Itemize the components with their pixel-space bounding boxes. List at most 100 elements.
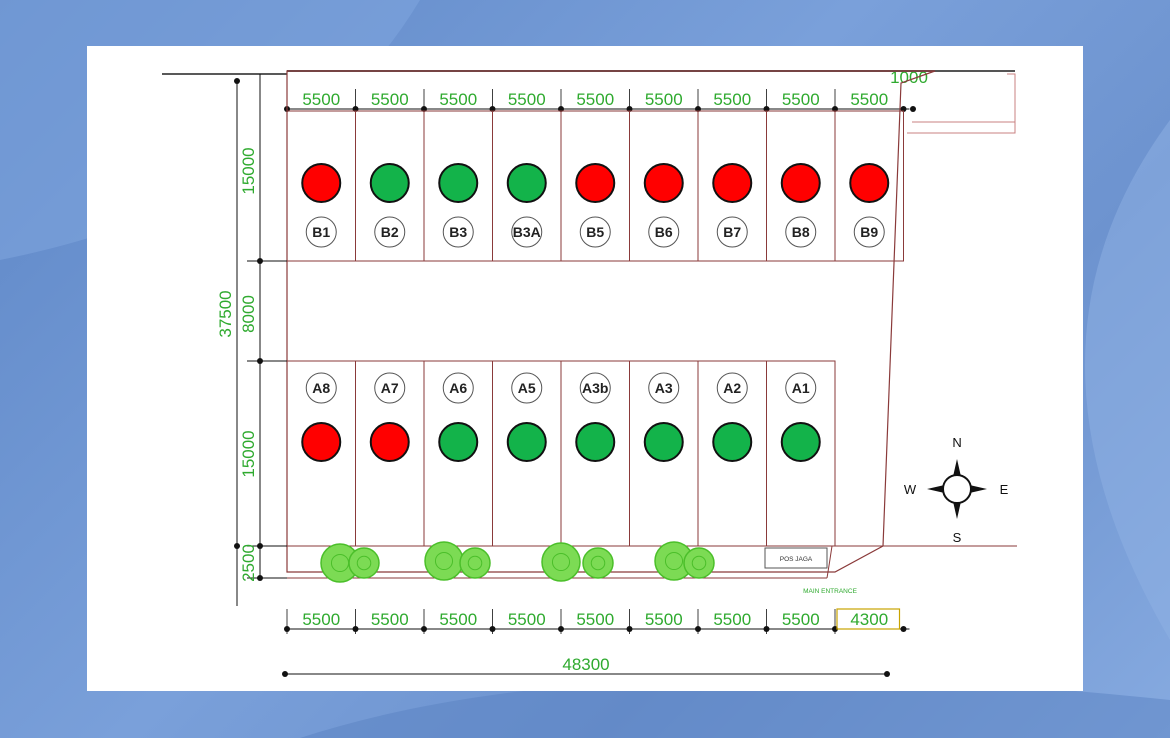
row-a-lot-a8[interactable]: A8 bbox=[301, 372, 342, 462]
dimension-highlight bbox=[836, 608, 901, 630]
row-a-lot-a2[interactable]: A2 bbox=[712, 372, 753, 462]
row-b-lot-b7[interactable]: B7 bbox=[712, 163, 753, 248]
dimension-label: 5500 bbox=[302, 90, 340, 109]
lot-status-marker[interactable] bbox=[438, 422, 479, 462]
lot-status-marker[interactable] bbox=[301, 163, 342, 203]
lot-status-marker[interactable] bbox=[575, 163, 616, 203]
dimension-label: 5500 bbox=[439, 90, 477, 109]
row-a-lot-a5[interactable]: A5 bbox=[506, 372, 547, 462]
lot-label-badge bbox=[374, 372, 406, 404]
lot-label: B3 bbox=[449, 224, 467, 240]
row-a-lot-a1[interactable]: A1 bbox=[780, 372, 821, 462]
lot-label-badge bbox=[442, 372, 474, 404]
tree-icon bbox=[424, 541, 464, 581]
lot-label-badge bbox=[374, 216, 406, 248]
tree-icon bbox=[582, 547, 614, 579]
row-a-depth: 15000 bbox=[239, 430, 258, 477]
lot-label: A6 bbox=[449, 380, 467, 396]
lot-label-badge bbox=[785, 216, 817, 248]
lot-label: A2 bbox=[723, 380, 741, 396]
lot-label-badge bbox=[785, 372, 817, 404]
row-b-lot-b9[interactable]: B9 bbox=[849, 163, 890, 248]
lot-label-badge bbox=[511, 216, 543, 248]
row-b-lot-b6[interactable]: B6 bbox=[643, 163, 684, 248]
dimension-label: 5500 bbox=[850, 90, 888, 109]
lot-label-badge bbox=[579, 216, 611, 248]
row-a-block: A8 A7 A6 A5 A3b A3 A2 A1 bbox=[286, 360, 836, 547]
lot-label-badge bbox=[853, 216, 885, 248]
lot-label-badge bbox=[305, 216, 337, 248]
row-b-lot-b5[interactable]: B5 bbox=[575, 163, 616, 248]
lot-label-badge bbox=[511, 372, 543, 404]
lot-label: B7 bbox=[723, 224, 741, 240]
lot-label: B8 bbox=[792, 224, 810, 240]
tree-icon bbox=[541, 542, 581, 582]
row-b-lot-b8[interactable]: B8 bbox=[780, 163, 821, 248]
lot-label: B9 bbox=[860, 224, 878, 240]
row-b-depth: 15000 bbox=[239, 147, 258, 194]
guard-post bbox=[764, 547, 828, 569]
lot-status-marker[interactable] bbox=[643, 163, 684, 203]
lot-label-badge bbox=[716, 372, 748, 404]
lot-label: A3b bbox=[582, 380, 608, 396]
lot-status-marker[interactable] bbox=[780, 163, 821, 203]
main-entrance-label: MAIN ENTRANCE bbox=[803, 588, 857, 595]
lot-label-badge bbox=[305, 372, 337, 404]
lot-status-marker[interactable] bbox=[712, 422, 753, 462]
row-b-lot-b2[interactable]: B2 bbox=[369, 163, 410, 248]
lot-label-badge bbox=[442, 216, 474, 248]
left-dimension-chain: 15000 8000 15000 2500 37500 bbox=[216, 74, 287, 606]
lot-status-marker[interactable] bbox=[301, 422, 342, 462]
total-width-dimension: 48300 bbox=[282, 655, 890, 677]
dimension-label: 5500 bbox=[645, 610, 683, 629]
row-a-lot-a3[interactable]: A3 bbox=[643, 372, 684, 462]
row-a-lot-a6[interactable]: A6 bbox=[438, 372, 479, 462]
lot-label: B5 bbox=[586, 224, 604, 240]
compass-s: S bbox=[953, 530, 962, 545]
dimension-label: 5500 bbox=[371, 90, 409, 109]
front-strip-curve bbox=[826, 545, 833, 579]
lot-status-marker[interactable] bbox=[369, 422, 410, 462]
lot-status-marker[interactable] bbox=[712, 163, 753, 203]
lot-status-marker[interactable] bbox=[438, 163, 479, 203]
lot-label: B2 bbox=[381, 224, 399, 240]
lot-label: A5 bbox=[518, 380, 536, 396]
dimension-label: 5500 bbox=[713, 610, 751, 629]
compass-n: N bbox=[952, 435, 961, 450]
lot-status-marker[interactable] bbox=[643, 422, 684, 462]
row-b-lot-b1[interactable]: B1 bbox=[301, 163, 342, 248]
lot-label: A1 bbox=[792, 380, 810, 396]
lot-label-badge bbox=[579, 372, 611, 404]
road-depth: 8000 bbox=[239, 295, 258, 333]
compass-rose: N S E W bbox=[904, 435, 1009, 545]
lot-label-badge bbox=[716, 216, 748, 248]
tree-icon bbox=[348, 547, 380, 579]
dimension-label: 5500 bbox=[302, 610, 340, 629]
lot-status-marker[interactable] bbox=[849, 163, 890, 203]
lot-status-marker[interactable] bbox=[506, 422, 547, 462]
dimension-label: 5500 bbox=[508, 610, 546, 629]
row-a-lot-a3b[interactable]: A3b bbox=[575, 372, 616, 462]
tree-icon bbox=[459, 547, 491, 579]
lot-label: A7 bbox=[381, 380, 399, 396]
guard-post-label: POS JAGA bbox=[780, 556, 813, 563]
dimension-label: 4300 bbox=[850, 610, 888, 629]
lot-status-marker[interactable] bbox=[780, 422, 821, 462]
dimension-label: 5500 bbox=[645, 90, 683, 109]
dimension-label: 5500 bbox=[713, 90, 751, 109]
lot-status-marker[interactable] bbox=[369, 163, 410, 203]
trees bbox=[320, 541, 715, 583]
dimension-label: 5500 bbox=[508, 90, 546, 109]
lot-status-marker[interactable] bbox=[506, 163, 547, 203]
row-b-lot-b3a[interactable]: B3A bbox=[506, 163, 547, 248]
dimension-label: 5500 bbox=[576, 90, 614, 109]
lot-label: B1 bbox=[312, 224, 330, 240]
row-a-lot-a7[interactable]: A7 bbox=[369, 372, 410, 462]
dimension-label: 5500 bbox=[782, 610, 820, 629]
row-b-lot-b3[interactable]: B3 bbox=[438, 163, 479, 248]
lot-status-marker[interactable] bbox=[575, 422, 616, 462]
